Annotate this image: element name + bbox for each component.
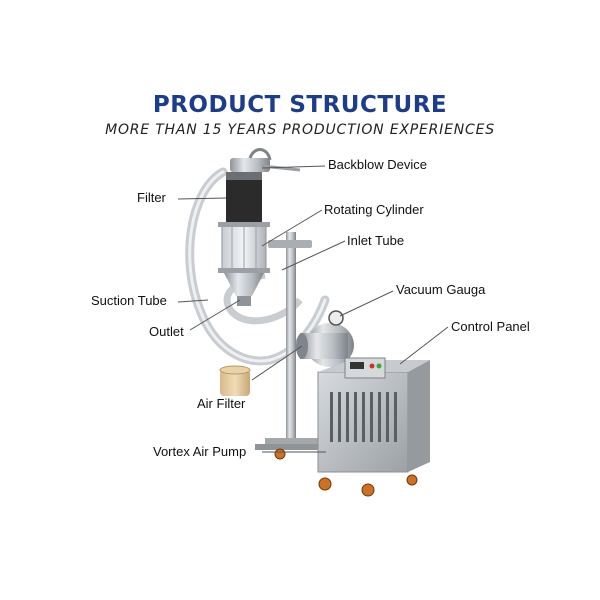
label-vacuum-gauga: Vacuum Gauga bbox=[396, 282, 486, 297]
vacuum-gauge bbox=[328, 310, 344, 326]
label-inlet-tube: Inlet Tube bbox=[347, 233, 405, 248]
page-subtitle: MORE THAN 15 YEARS PRODUCTION EXPERIENCE… bbox=[105, 122, 495, 138]
page-title: PRODUCT STRUCTURE bbox=[152, 92, 448, 118]
air-filter bbox=[220, 370, 250, 396]
label-vortex-air-pump: Vortex Air Pump bbox=[153, 444, 247, 459]
label-backblow-device: Backblow Device bbox=[328, 157, 427, 172]
label-control-panel: Control Panel bbox=[451, 319, 530, 334]
cabinet-vents bbox=[330, 392, 397, 442]
backblow-device bbox=[230, 158, 270, 172]
label-suction-tube: Suction Tube bbox=[91, 293, 167, 308]
label-rotating-cylinder: Rotating Cylinder bbox=[324, 202, 424, 217]
outlet-cone bbox=[224, 273, 264, 296]
leader-lines bbox=[177, 165, 449, 453]
caster-wheels bbox=[274, 448, 418, 497]
label-outlet: Outlet bbox=[149, 324, 184, 339]
label-filter: Filter bbox=[137, 190, 166, 205]
filter-body bbox=[226, 172, 262, 224]
label-air-filter: Air Filter bbox=[197, 396, 246, 411]
support-column bbox=[286, 232, 296, 442]
